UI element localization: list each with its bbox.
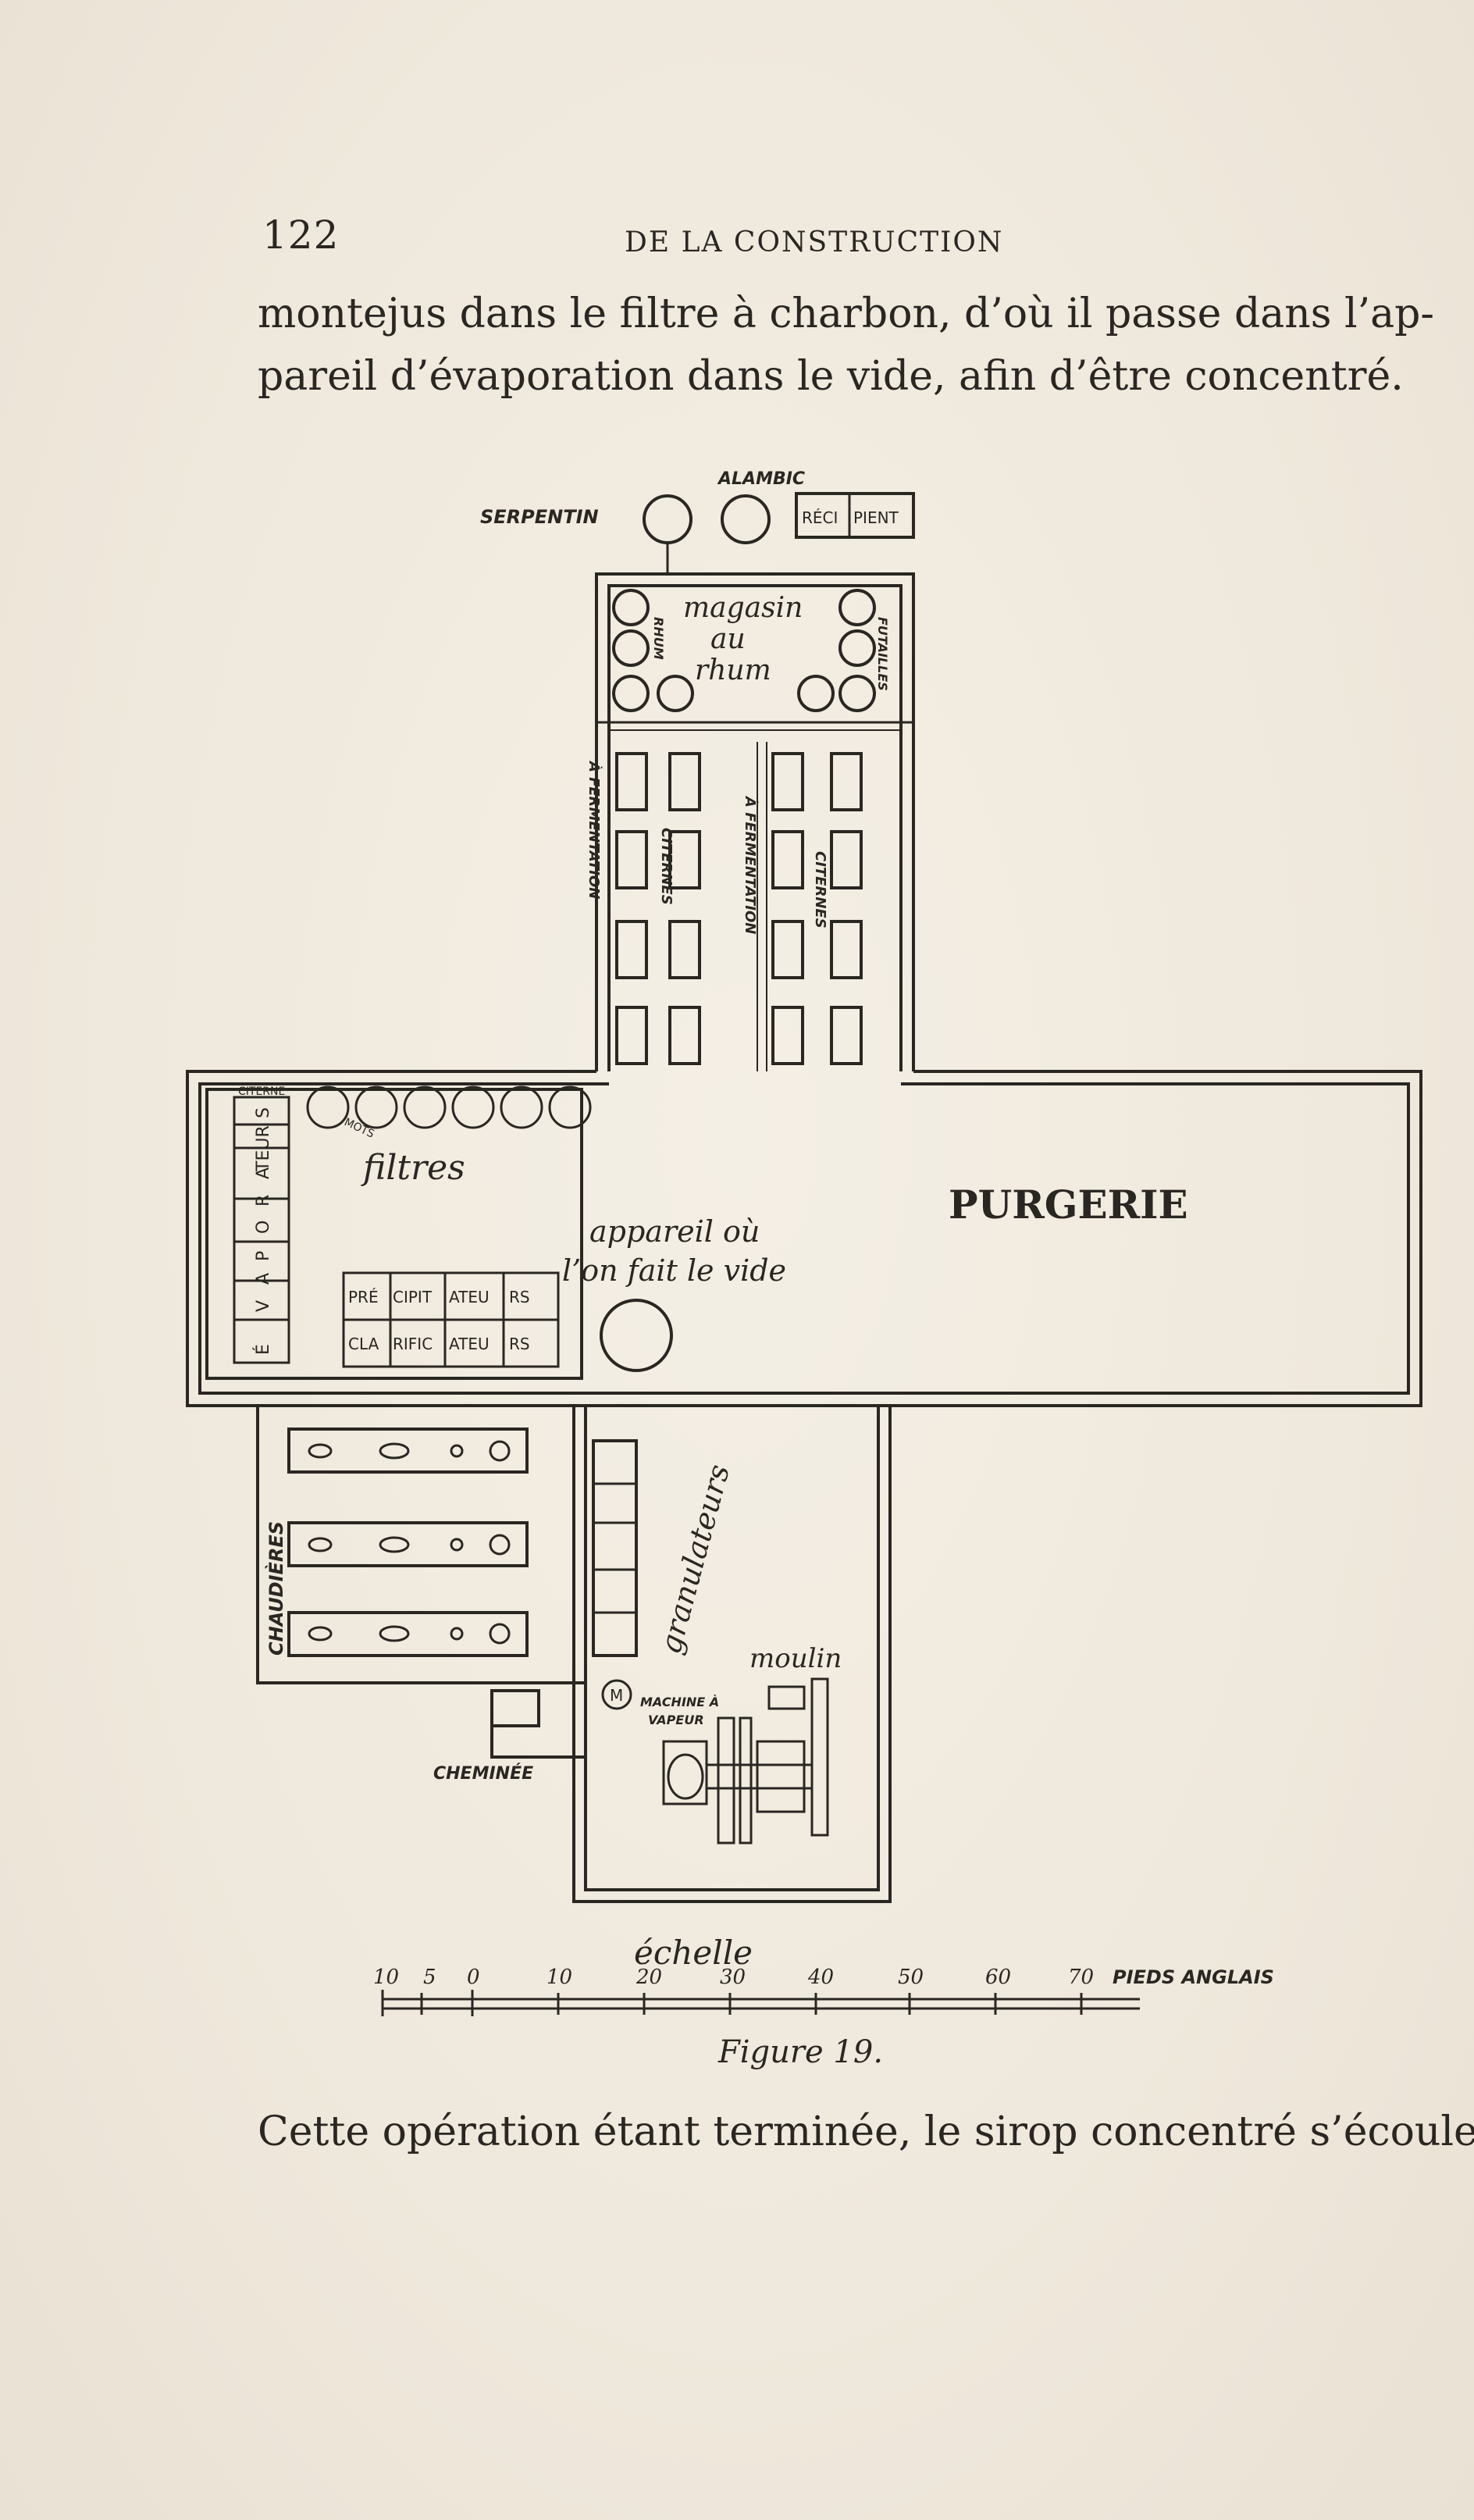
evap-letter-2: A: [254, 1273, 273, 1285]
scale-tick-9: 70: [1068, 1966, 1094, 1989]
cheminee-label: CHEMINÉE: [433, 1763, 533, 1784]
body-line-2: pareil d’évaporation dans le vide, afin …: [258, 353, 1404, 400]
moulin-label: moulin: [749, 1643, 842, 1674]
rum-wing-walls: [595, 572, 915, 1071]
citernes-left-label: CITERNES: [658, 828, 675, 905]
evap-letter-8: S: [254, 1107, 273, 1118]
scale-tick-4: 20: [636, 1966, 662, 1989]
citernes-right-label: CITERNES: [812, 851, 828, 929]
body-last-line: Cette opération étant terminée, le sirop…: [258, 2108, 1474, 2155]
scale-tick-0: 10: [373, 1966, 399, 1989]
scale-bar: [381, 1990, 1140, 2016]
filtres-label: filtres: [361, 1148, 465, 1188]
fermentation-left-label: À FERMENTATION: [586, 760, 603, 899]
evap-letter-1: V: [254, 1300, 273, 1312]
granulateurs-label: granulateurs: [653, 1461, 736, 1658]
magasin-label-3: rhum: [695, 654, 771, 686]
page-number: 122: [262, 212, 340, 258]
clarif-3: RS: [509, 1335, 530, 1353]
scale-unit: PIEDS ANGLAIS: [1113, 1966, 1274, 1988]
steam-engine: [601, 1677, 829, 1845]
recipient-label-b: PIENT: [853, 508, 899, 527]
evaporateurs-label: É V A P O R A TEUR S: [253, 1107, 273, 1355]
evap-letter-7: TEUR: [254, 1125, 273, 1172]
body-line-1: montejus dans le filtre à charbon, d’où …: [258, 290, 1434, 337]
scale-tick-1: 5: [423, 1966, 436, 1989]
scale-tick-2: 0: [467, 1966, 480, 1989]
serpentin-label: SERPENTIN: [480, 506, 599, 528]
figure-caption: Figure 19.: [718, 2034, 884, 2070]
scale-tick-5: 30: [720, 1966, 746, 1989]
clarificateurs-label: CLA RIFIC ATEU RS: [348, 1335, 530, 1353]
recipient-label-a: RÉCI: [802, 508, 838, 527]
scale-tick-8: 60: [985, 1966, 1011, 1989]
clarif-2: ATEU: [449, 1335, 490, 1353]
boiler-fittings: [308, 1440, 511, 1645]
fermentation-tanks: [615, 752, 863, 1065]
evap-letter-3: P: [254, 1251, 273, 1261]
scale-title: échelle: [634, 1934, 753, 1972]
precip-2: ATEU: [449, 1288, 490, 1306]
alambic-label: ALAMBIC: [717, 469, 805, 489]
rhum-label: RHUM: [651, 617, 666, 660]
precipitateurs-label: PRÉ CIPIT ATEU RS: [348, 1288, 530, 1306]
evap-letter-5: R: [254, 1195, 273, 1207]
fermentation-right-label: À FERMENTATION: [742, 795, 759, 934]
clarif-0: CLA: [348, 1335, 379, 1353]
scale-tick-3: 10: [547, 1966, 572, 1989]
scale-ticks: 10 5 0 10 20 30 40 50 60 70: [373, 1966, 1094, 1989]
appareil-label-2: l’on fait le vide: [562, 1253, 786, 1288]
vacuum-apparatus: [600, 1299, 673, 1372]
running-title: DE LA CONSTRUCTION: [625, 226, 1004, 258]
evap-letter-4: O: [254, 1221, 273, 1234]
scale-tick-7: 50: [898, 1966, 924, 1989]
magasin-label-1: magasin: [683, 592, 803, 624]
machine-label-2: VAPEUR: [648, 1713, 704, 1727]
evaporators-block: [205, 1085, 592, 1380]
alambic-group: [643, 492, 915, 574]
precip-1: CIPIT: [393, 1288, 433, 1306]
citerne-small-label: CITERNE: [238, 1085, 285, 1098]
scale-tick-6: 40: [807, 1966, 834, 1989]
purgerie-walls: [186, 1070, 1422, 1407]
chaudieres-label: CHAUDIÈRES: [264, 1521, 287, 1656]
precip-0: PRÉ: [348, 1288, 379, 1306]
mill-wing-walls: [572, 1406, 892, 1903]
precipitators-grid: [342, 1271, 560, 1368]
clarif-1: RIFIC: [393, 1335, 433, 1353]
machine-label-1: MACHINE À: [640, 1695, 719, 1709]
appareil-label-1: appareil où: [589, 1214, 760, 1249]
magasin-label-2: au: [710, 623, 746, 655]
boiler-house-walls: [256, 1404, 587, 1759]
evap-letter-0: É: [253, 1344, 273, 1355]
machine-m-label: M: [610, 1686, 623, 1705]
purgerie-label: PURGERIE: [949, 1182, 1188, 1228]
rum-store-barrels: [612, 589, 876, 712]
futailles-label: FUTAILLES: [875, 617, 890, 691]
evap-letter-6: A: [254, 1167, 273, 1179]
precip-3: RS: [509, 1288, 530, 1306]
